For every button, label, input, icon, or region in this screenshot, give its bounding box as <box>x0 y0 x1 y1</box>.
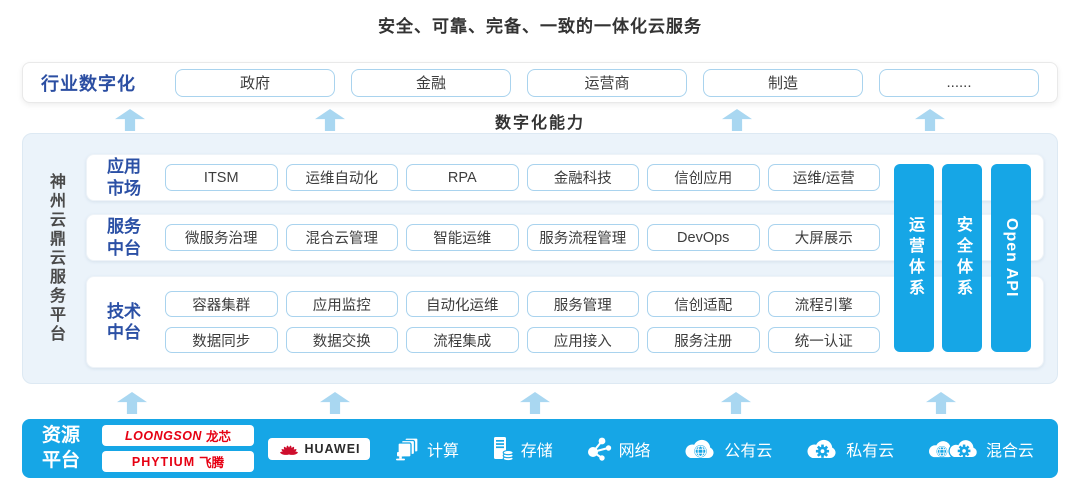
service-platform-chip: 服务流程管理 <box>526 224 639 251</box>
tech-platform-chip: 流程引擎 <box>767 291 880 317</box>
app-market-chip: 信创应用 <box>647 164 760 191</box>
row-label-app-market: 应用市场 <box>107 157 141 198</box>
huawei-flower-icon <box>279 445 298 455</box>
service-network: 网络 <box>586 436 651 462</box>
industry-row-label: 行业数字化 <box>41 73 136 94</box>
service-label: 计算 <box>427 442 460 460</box>
row-service-platform: 服务中台 微服务治理混合云管理智能运维服务流程管理 DevOps 大屏展示 <box>86 214 1044 261</box>
tech-platform-chip: 数据交换 <box>285 327 398 353</box>
app-market-chip: ITSM <box>165 164 278 191</box>
row-tech-platform: 技术中台 容器集群应用监控自动化运维服务管理信创适配流程引擎数据同步数据交换流程… <box>86 276 1044 368</box>
huawei-logo: HUAWEI <box>268 437 370 460</box>
app-market-chip: RPA <box>406 164 519 191</box>
service-label: 混合云 <box>985 442 1034 460</box>
tech-platform-chip: 服务管理 <box>526 291 639 317</box>
phytium-logo-cn: 飞腾 <box>199 456 225 470</box>
row-app-market: 应用市场 ITSM 运维自动化 RPA 金融科技信创应用运维/运营 <box>86 154 1044 201</box>
service-platform-chip: 微服务治理 <box>165 224 278 251</box>
up-arrow-icon <box>926 392 956 414</box>
app-market-chip-list: ITSM 运维自动化 RPA 金融科技信创应用运维/运营 <box>165 164 880 191</box>
service-public-cloud: 公有云 <box>683 437 772 461</box>
industry-chip: 政府 <box>175 68 335 97</box>
industry-row: 行业数字化 政府金融运营商制造...... <box>22 62 1058 103</box>
service-platform-chip: 大屏展示 <box>767 224 880 251</box>
phytium-logo-text: PHYTIUM <box>131 454 196 469</box>
service-label: 网络 <box>618 442 651 460</box>
platform-name: 神州云鼎云服务平台 <box>47 173 64 344</box>
industry-chip: ...... <box>879 68 1039 97</box>
tech-platform-chip: 应用监控 <box>285 291 398 317</box>
tech-platform-chip-list: 容器集群应用监控自动化运维服务管理信创适配流程引擎数据同步数据交换流程集成应用接… <box>165 291 880 353</box>
up-arrow-icon <box>320 392 350 414</box>
page-title: 安全、可靠、完备、一致的一体化云服务 <box>378 17 702 36</box>
storage-icon <box>493 436 514 461</box>
up-arrow-icon <box>721 392 751 414</box>
huawei-logo-text: HUAWEI <box>304 441 361 456</box>
service-platform-chip: 智能运维 <box>406 224 519 251</box>
loongson-logo: LOONGSON 龙芯 <box>102 425 254 446</box>
industry-chip: 运营商 <box>527 68 687 97</box>
up-arrow-icon <box>117 392 147 414</box>
up-arrow-icon <box>520 392 550 414</box>
service-hybrid-cloud: 混合云 <box>927 435 1034 462</box>
row-label-service-platform: 服务中台 <box>107 217 141 258</box>
app-market-chip: 金融科技 <box>526 164 639 191</box>
tech-platform-chip: 容器集群 <box>165 291 278 317</box>
resource-services: 计算 存储 <box>394 435 1038 462</box>
digital-capability-label: 数字化能力 <box>494 115 585 132</box>
tech-platform-chip: 流程集成 <box>406 327 519 353</box>
pillar-security-system: 安全体系 <box>942 164 982 352</box>
hybrid-cloud-icon <box>929 438 978 459</box>
service-platform-chip: DevOps <box>647 224 760 251</box>
resource-bar-label: 资源平台 <box>42 424 81 471</box>
tech-platform-chip: 统一认证 <box>767 327 880 353</box>
tech-platform-chip: 自动化运维 <box>406 291 519 317</box>
industry-chip: 金融 <box>351 68 511 97</box>
row-label-tech-platform: 技术中台 <box>107 301 141 342</box>
service-platform-chip-list: 微服务治理混合云管理智能运维服务流程管理 DevOps 大屏展示 <box>165 224 880 251</box>
industry-chip: 制造 <box>703 68 863 97</box>
network-icon <box>587 437 611 461</box>
tech-platform-chip: 信创适配 <box>647 291 760 317</box>
resource-bar: 资源平台 LOONGSON 龙芯 PHYTIUM 飞腾 <box>22 419 1058 478</box>
service-compute: 计算 <box>394 436 460 461</box>
app-market-chip: 运维/运营 <box>767 164 880 191</box>
service-label: 存储 <box>520 442 553 460</box>
service-platform-chip: 混合云管理 <box>285 224 398 251</box>
service-label: 公有云 <box>724 442 773 460</box>
private-cloud-icon <box>807 439 836 458</box>
service-storage: 存储 <box>492 436 553 462</box>
public-cloud-icon <box>685 439 714 458</box>
app-market-chip: 运维自动化 <box>285 164 398 191</box>
compute-icon <box>396 436 419 460</box>
industry-chip-list: 政府金融运营商制造...... <box>175 68 1039 97</box>
loongson-logo-text: LOONGSON <box>125 428 202 443</box>
pillar-operation-system: 运营体系 <box>894 164 934 352</box>
service-private-cloud: 私有云 <box>805 437 894 461</box>
platform-rows: 应用市场 ITSM 运维自动化 RPA 金融科技信创应用运维/运营 服务中台 微服务治… <box>86 134 1044 383</box>
tech-platform-chip: 应用接入 <box>526 327 639 353</box>
phytium-logo: PHYTIUM 飞腾 <box>102 451 254 472</box>
vendor-logos: LOONGSON 龙芯 PHYTIUM 飞腾 <box>102 425 254 472</box>
tech-platform-chip: 服务注册 <box>647 327 760 353</box>
platform-panel: 神州云鼎云服务平台 应用市场 ITSM 运维自动化 RPA 金融科技信创应用运维/运营… <box>22 133 1058 384</box>
tech-platform-chip: 数据同步 <box>165 327 278 353</box>
pillar-open-api: Open API <box>991 164 1031 352</box>
loongson-logo-cn: 龙芯 <box>205 430 231 444</box>
service-label: 私有云 <box>846 442 895 460</box>
